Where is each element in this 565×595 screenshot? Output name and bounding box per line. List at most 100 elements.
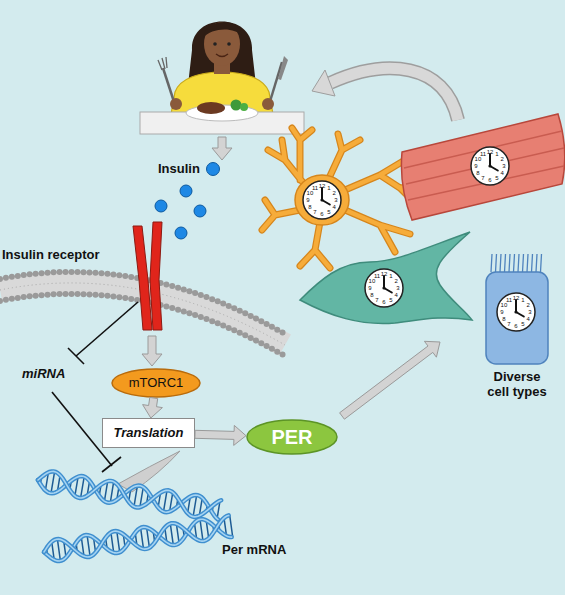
clock-number: 10 — [475, 156, 482, 162]
receptor-chain — [133, 226, 152, 330]
clock-number: 7 — [313, 209, 316, 215]
hair-fringe — [203, 22, 242, 38]
insulin-molecule — [175, 227, 187, 239]
clock-face — [497, 293, 535, 331]
steak — [197, 102, 225, 114]
process-box: Translation — [102, 418, 195, 448]
part-label: Diverse cell types — [481, 370, 553, 400]
ellipse-shape — [247, 420, 337, 454]
clock-number: 5 — [327, 209, 330, 215]
feedback-arrowhead — [312, 70, 335, 96]
clock-number: 1 — [521, 297, 524, 303]
layout-arrow — [142, 336, 162, 366]
flow-arrow — [143, 397, 163, 418]
fibroblast-cell — [300, 232, 472, 324]
clock-hand — [515, 300, 517, 312]
eye — [213, 42, 217, 46]
clock-number: 8 — [502, 316, 505, 322]
clock-number: 9 — [500, 309, 503, 315]
clock-center — [320, 198, 323, 201]
legend-swatch — [206, 162, 220, 176]
clock-number: 7 — [375, 297, 378, 303]
rna-strand-highlight — [38, 471, 221, 517]
insulin-molecules — [155, 185, 206, 239]
epithelial-body — [486, 272, 548, 364]
arrow-shape — [195, 425, 246, 445]
hand — [262, 98, 274, 110]
clock-number: 9 — [474, 163, 477, 169]
clock-number: 6 — [514, 323, 517, 329]
clock-faces — [303, 147, 535, 331]
epithelial-cell — [486, 254, 548, 364]
clock-number: 9 — [368, 285, 371, 291]
clock-hand — [489, 154, 491, 166]
clock-number: 8 — [308, 204, 311, 210]
protein-ellipse: PER — [246, 419, 338, 455]
muscle-striation — [404, 131, 564, 200]
insulin-molecule — [180, 185, 192, 197]
knife-blade — [278, 56, 288, 80]
rna-strand-highlight — [44, 515, 229, 557]
clock-number: 4 — [332, 204, 335, 210]
part-label: miRNA — [22, 366, 65, 381]
clock-number: 1 — [327, 185, 330, 191]
clock-number: 11 — [480, 151, 486, 157]
layout-arrow — [212, 137, 232, 160]
clock-number: 8 — [476, 170, 479, 176]
broccoli — [240, 103, 248, 111]
clock-number: 2 — [332, 190, 335, 196]
clock-face — [365, 269, 403, 307]
receptor-symbol — [133, 222, 162, 330]
clock-number: 3 — [396, 285, 399, 291]
clock-number: 6 — [488, 177, 491, 183]
per-mrna-helix — [38, 471, 233, 561]
clock-number: 1 — [389, 273, 392, 279]
clock-number: 2 — [394, 278, 397, 284]
clock-number: 9 — [306, 197, 309, 203]
clock-number: 5 — [521, 321, 524, 327]
person-eating — [140, 22, 304, 135]
part-label: Per mRNA — [222, 542, 286, 557]
signal-ellipse: mTORC1 — [111, 368, 201, 398]
layout-arrow — [340, 341, 440, 419]
mouth — [216, 54, 228, 57]
shirt — [170, 72, 274, 120]
clock-center — [514, 310, 517, 313]
clock-number: 10 — [501, 302, 508, 308]
clock-number: 11 — [506, 297, 512, 303]
soma — [295, 175, 349, 225]
hand — [170, 98, 182, 110]
clock-number: 8 — [370, 292, 373, 298]
clock-number: 7 — [481, 175, 484, 181]
clock-number: 10 — [369, 278, 376, 284]
ellipse-shape — [112, 369, 200, 397]
inhibition-bar — [68, 348, 84, 364]
clock-number: 3 — [334, 197, 337, 203]
clock-number: 10 — [307, 190, 314, 196]
feedback-arrow-outline — [330, 68, 458, 120]
clock-number: 12 — [319, 183, 326, 189]
clock-number: 4 — [500, 170, 503, 176]
insulin-molecule — [194, 205, 206, 217]
insulin-molecule — [155, 200, 167, 212]
clock-number: 12 — [513, 295, 520, 301]
muscle-cell — [401, 114, 564, 220]
clock-center — [488, 164, 491, 167]
clock-hand — [321, 188, 323, 200]
part-label: Insulin receptor — [2, 247, 100, 262]
clock-number: 12 — [487, 149, 494, 155]
clock-face — [303, 181, 341, 219]
clock-center — [382, 286, 385, 289]
clock-number: 3 — [502, 163, 505, 169]
clock-number: 3 — [528, 309, 531, 315]
clock-hand — [383, 276, 385, 288]
node-text: mTORC1 — [129, 376, 184, 390]
inhibition-line — [76, 302, 138, 356]
clock-number: 6 — [320, 211, 323, 217]
clock-number: 4 — [526, 316, 529, 322]
arrow-shape — [143, 397, 163, 418]
inhibition-bar — [102, 457, 121, 472]
broccoli — [231, 100, 242, 111]
flow-arrow — [195, 425, 246, 445]
